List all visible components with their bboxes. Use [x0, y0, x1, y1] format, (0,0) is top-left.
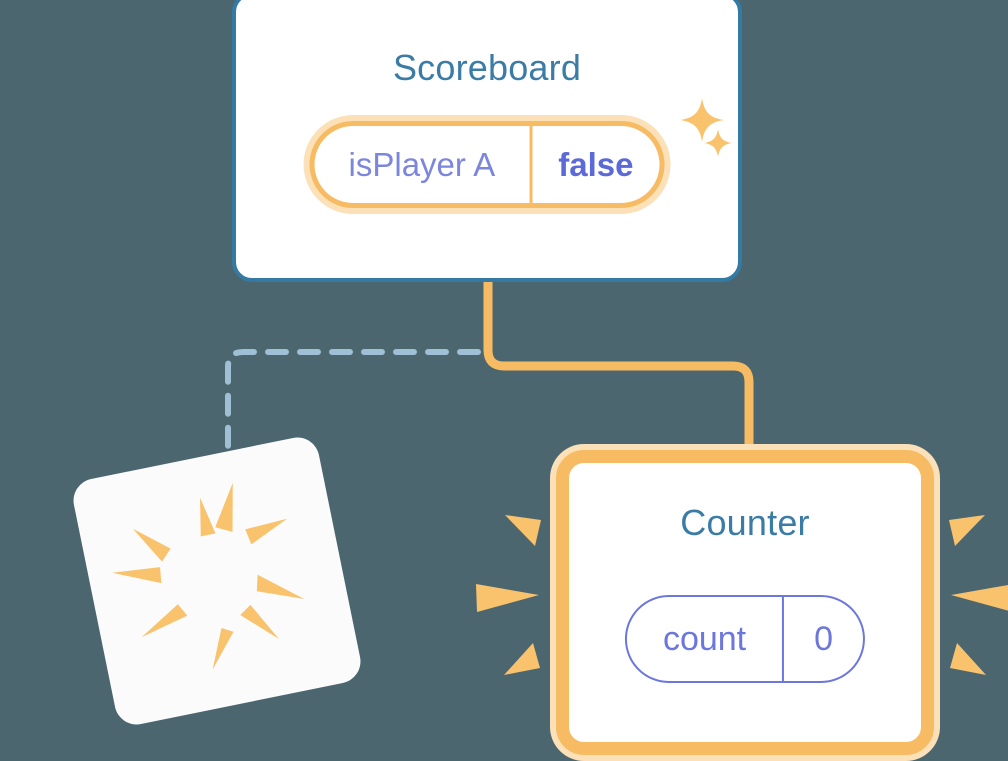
burst-ray-wsw: [112, 567, 162, 584]
scoreboard-pill-key: isPlayer A: [348, 145, 496, 183]
burst-ray-ese: [256, 574, 305, 599]
counter-title: Counter: [680, 502, 810, 543]
burst-ray-wnw: [132, 528, 171, 562]
scoreboard-pill[interactable]: isPlayer A false: [309, 121, 665, 208]
sparkle-large-icon: [680, 98, 724, 142]
ray-right-mid: [951, 585, 1008, 611]
ray-right-top: [949, 515, 985, 546]
counter-pill[interactable]: count 0: [624, 595, 866, 683]
counter-card[interactable]: Counter count 0: [556, 450, 934, 755]
scoreboard-pill-divider: [529, 126, 533, 203]
burst-ray-s: [212, 628, 234, 670]
burst-ray-sse: [240, 604, 279, 639]
burst-ray-nne: [215, 482, 233, 532]
burst-ray-ssw: [141, 604, 188, 638]
burst-card-rays: [112, 482, 305, 670]
scoreboard-card[interactable]: Scoreboard isPlayer A false: [232, 0, 742, 282]
ray-left-mid: [476, 584, 539, 612]
ray-left-top: [505, 515, 541, 546]
counter-pill-value: 0: [814, 619, 834, 658]
solid-connector-path: [483, 282, 754, 470]
ray-left-bottom: [504, 643, 540, 675]
burst-ray-n: [200, 497, 216, 537]
scoreboard-pill-wrapper: isPlayer A false: [303, 115, 671, 214]
burst-ray-ene: [245, 518, 288, 545]
scoreboard-pill-halo: isPlayer A false: [303, 115, 671, 214]
sparkle-small-icon: [704, 129, 732, 157]
burst-card[interactable]: [69, 433, 365, 729]
counter-pill-key: count: [662, 619, 747, 658]
scoreboard-title: Scoreboard: [392, 47, 582, 88]
ray-right-bottom: [950, 643, 986, 675]
counter-pill-divider: [782, 597, 785, 681]
scoreboard-pill-value: false: [558, 145, 634, 183]
